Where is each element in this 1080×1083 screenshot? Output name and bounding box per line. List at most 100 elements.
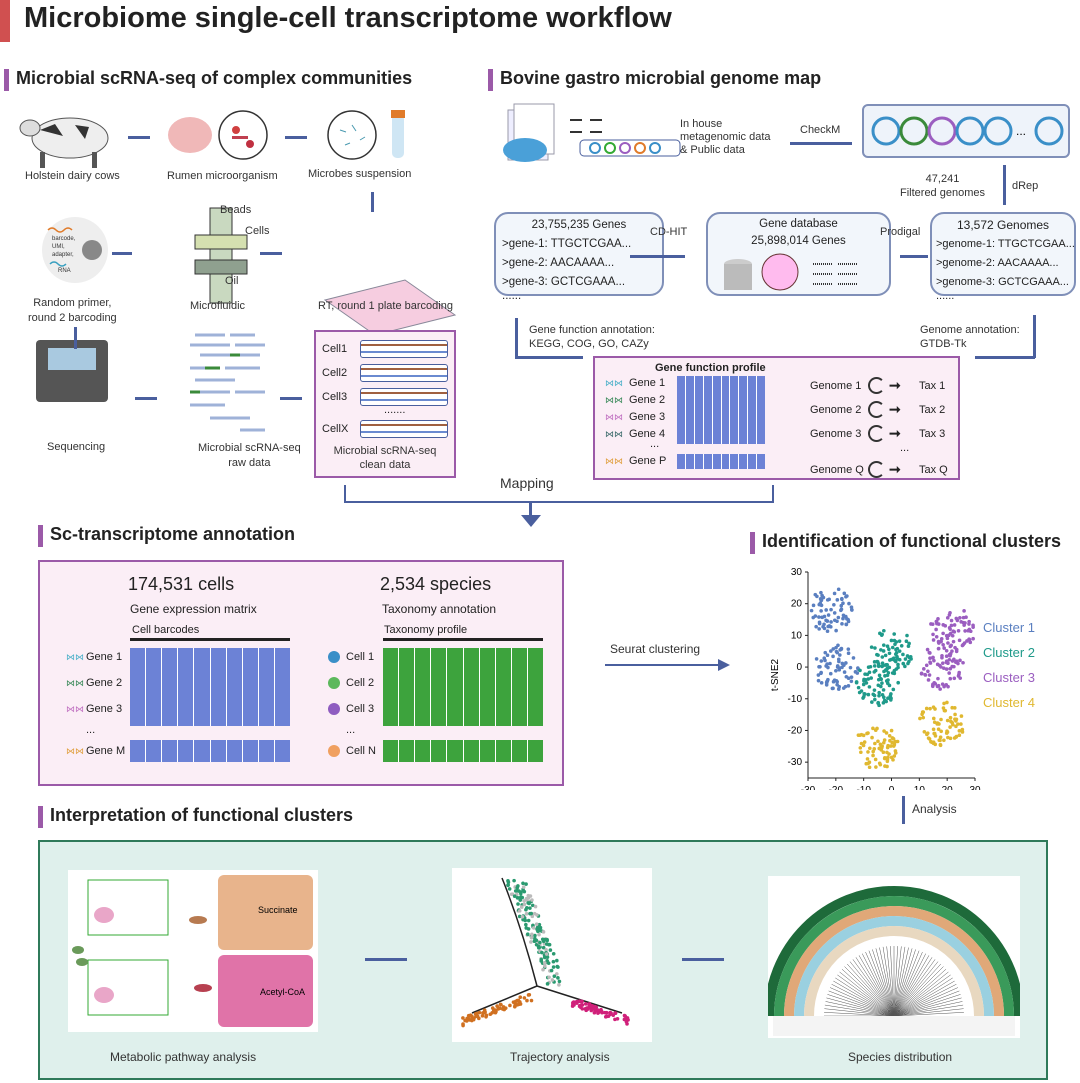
scatter-point [829,607,833,612]
scatter-point [866,731,870,735]
scatter-point [876,739,880,744]
scatter-point [896,680,900,685]
matrix-cell [703,454,712,469]
scatter-point [948,736,953,741]
scatter-point [881,750,886,755]
scatter-point [954,660,958,664]
trajectory-point [541,930,546,934]
trajectory-point [530,903,535,908]
tree-branch [893,961,939,1017]
scatter-point [942,701,946,706]
trajectory-point [461,1016,465,1020]
tree-branch [824,1012,895,1017]
scatter-point [936,676,940,681]
trajectory-point [551,959,556,964]
tree-branch [893,947,909,1017]
matrix-cell [677,454,685,469]
tree-branch [849,961,895,1017]
label-genome-annotation: Genome annotation:GTDB-Tk [920,324,1020,350]
label-beads: Beads [220,204,252,216]
label-trajectory: Trajectory analysis [510,1050,610,1064]
label-suspension: Microbes suspension [308,168,412,180]
scatter-point [948,627,952,631]
scatter-point [926,736,931,740]
matrix-cell [479,648,495,726]
trajectory-point [541,967,545,972]
scatter-point [941,706,946,710]
matrix-cell [431,648,447,726]
genes-box: 23,755,235 Genes>gene-1: TTGCTCGAA...>ge… [494,212,664,302]
svg-text:...: ... [1016,124,1026,138]
label-cells: Cells [245,225,270,237]
matrix-cell [748,376,757,444]
scatter-point [856,685,861,690]
scatter-point [835,598,840,602]
scatter-point [811,603,816,608]
species-tree-figure [768,876,1020,1038]
scrna-illustrations [19,110,457,432]
y-tick-label: 30 [791,567,803,578]
section-header-clusters: Identification of functional clusters [750,531,1061,554]
trajectory-point [556,965,560,969]
arrow-left [260,252,282,255]
trajectory-point [521,885,526,889]
scatter-point [873,757,878,762]
scatter-point [862,691,867,696]
barcoded-read [360,388,448,406]
scatter-point [905,633,909,638]
trajectory-point [461,1023,465,1028]
scatter-point [839,603,844,608]
scatter-point [885,759,890,764]
tree-branch [893,977,953,1017]
tree-branch [826,997,895,1017]
cell-icon [328,677,340,689]
scatter-point [951,722,955,727]
trajectory-point [524,882,528,886]
arrow-icon: ➞ [889,401,901,417]
raw-reads-icon [190,333,265,432]
rna-label: RNA [58,268,71,274]
scatter-point [814,624,818,629]
matrix-cell [685,376,694,444]
genome-circle-icon [868,461,885,478]
scatter-point [877,673,882,678]
trajectory-point [603,1015,608,1019]
scatter-point [840,597,844,602]
trajectory-point [524,922,528,927]
ellipsis: ... [900,442,910,454]
scatter-point [862,694,866,699]
x-tick-label: -10 [856,785,871,790]
trajectory-point [593,1004,597,1009]
matrix-cell [383,648,399,726]
label-cows: Holstein dairy cows [25,170,120,182]
trajectory-point [625,1022,629,1026]
scatter-point [932,720,937,725]
trajectory-point [524,896,529,901]
arrow-down [74,327,77,349]
tree-branch [893,994,961,1017]
scatter-point [809,608,814,613]
scatter-point [849,675,854,679]
scatter-point [858,668,862,673]
succinate-label: Succinate [258,905,298,915]
scatter-point [936,646,941,651]
scatter-point [905,654,910,658]
scatter-point [968,640,973,645]
matrix-cell [146,648,162,726]
arrow-down [529,503,532,517]
scatter-point [885,673,890,678]
scatter-point [870,735,874,740]
section-header-scrna: Microbial scRNA-seq of complex communiti… [4,68,412,91]
trajectory-point [622,1017,627,1022]
scatter-point [948,725,952,729]
scatter-point [943,624,948,628]
trajectory-point [519,905,524,909]
label-cdhit: CD-HIT [650,226,688,238]
scatter-point [873,668,878,673]
scatter-point [890,740,894,745]
scatter-point [922,667,926,671]
scatter-point [955,618,960,623]
trajectory-point [575,1001,579,1005]
scatter-point [945,616,950,620]
gene-label: ... [86,724,96,736]
